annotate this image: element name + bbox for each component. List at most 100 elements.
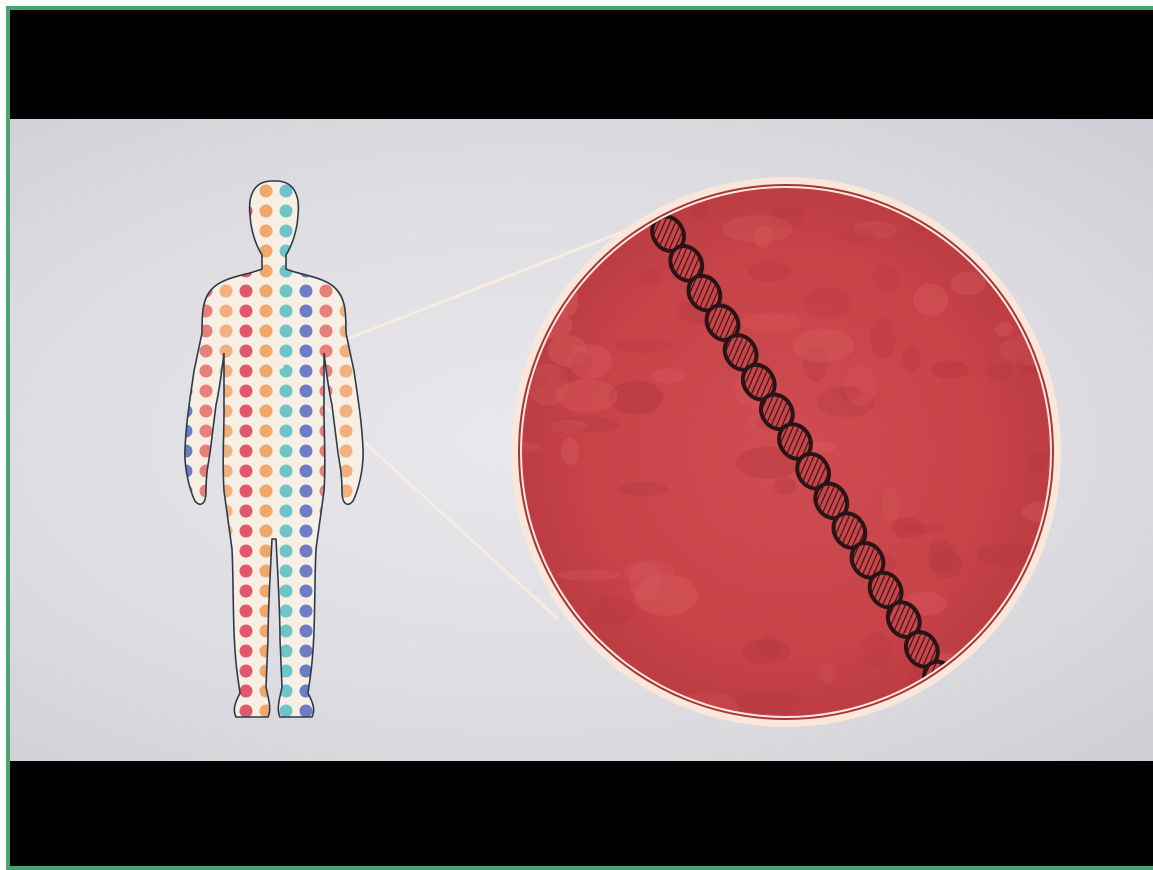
body-dot	[320, 185, 333, 198]
body-dot	[320, 665, 333, 678]
body-dot	[300, 345, 313, 358]
body-dot	[220, 185, 233, 198]
texture-blot	[803, 288, 852, 319]
body-dot	[220, 305, 233, 318]
body-dot	[200, 205, 213, 218]
body-dot	[280, 305, 293, 318]
body-dot	[280, 705, 293, 718]
body-dot	[220, 585, 233, 598]
body-dot	[200, 465, 213, 478]
body-dot	[280, 385, 293, 398]
body-dot	[220, 685, 233, 698]
body-dot	[220, 265, 233, 278]
texture-blot	[862, 632, 891, 669]
body-dot	[320, 585, 333, 598]
body-dot	[260, 385, 273, 398]
body-dot	[280, 505, 293, 518]
body-dot	[200, 385, 213, 398]
texture-blot	[588, 596, 636, 625]
body-dot	[300, 645, 313, 658]
body-dot	[240, 305, 253, 318]
body-dot	[240, 505, 253, 518]
body-dot	[260, 305, 273, 318]
human-body-figure	[180, 181, 364, 718]
body-dot	[200, 645, 213, 658]
body-dot	[280, 605, 293, 618]
body-dot	[320, 685, 333, 698]
texture-blot	[774, 477, 796, 495]
body-dot	[180, 545, 193, 558]
body-dot	[260, 645, 273, 658]
body-dot	[320, 285, 333, 298]
texture-blot	[541, 182, 587, 219]
body-dot	[340, 705, 353, 718]
body-dot	[320, 325, 333, 338]
body-dot	[200, 705, 213, 718]
body-dot	[300, 405, 313, 418]
texture-blot	[639, 269, 663, 284]
body-dot	[260, 505, 273, 518]
texture-blot	[872, 265, 899, 292]
body-dot	[180, 185, 193, 198]
body-dot	[240, 605, 253, 618]
texture-blot	[652, 368, 686, 383]
body-dot	[300, 385, 313, 398]
texture-blot	[932, 361, 970, 379]
body-dot	[300, 705, 313, 718]
body-dot	[240, 445, 253, 458]
letterbox-top	[10, 10, 1153, 119]
texture-blot	[563, 177, 621, 215]
texture-blot	[556, 379, 618, 413]
texture-blot	[723, 215, 793, 243]
body-dot	[280, 465, 293, 478]
texture-blot	[568, 344, 612, 378]
body-dot	[320, 705, 333, 718]
body-dot	[240, 285, 253, 298]
body-dot	[300, 325, 313, 338]
body-dot	[280, 205, 293, 218]
body-dot	[280, 625, 293, 638]
body-dot	[200, 345, 213, 358]
body-dot	[180, 205, 193, 218]
body-dot	[300, 185, 313, 198]
texture-blot	[557, 570, 621, 581]
texture-blot	[951, 272, 986, 295]
video-frame[interactable]	[6, 6, 1153, 870]
body-dot	[220, 625, 233, 638]
body-dot	[320, 225, 333, 238]
body-dot	[240, 405, 253, 418]
body-dot	[220, 425, 233, 438]
body-dot	[340, 265, 353, 278]
body-dot	[220, 705, 233, 718]
texture-blot	[497, 699, 548, 717]
body-dot	[200, 665, 213, 678]
texture-blot	[551, 420, 588, 433]
body-dot	[180, 565, 193, 578]
body-dot	[180, 505, 193, 518]
body-dot	[240, 465, 253, 478]
texture-blot	[985, 363, 1015, 381]
body-dot	[320, 605, 333, 618]
body-dot	[200, 585, 213, 598]
texture-blot	[995, 322, 1012, 337]
body-dot	[260, 445, 273, 458]
body-dot	[300, 365, 313, 378]
body-dot	[240, 545, 253, 558]
body-dot	[320, 265, 333, 278]
body-dot	[300, 545, 313, 558]
body-dot	[320, 305, 333, 318]
body-dot	[300, 685, 313, 698]
body-dot	[220, 345, 233, 358]
body-dot	[260, 465, 273, 478]
body-dot	[200, 225, 213, 238]
body-dot	[220, 405, 233, 418]
body-dot	[260, 185, 273, 198]
texture-blot	[1029, 450, 1047, 472]
body-dot	[260, 605, 273, 618]
body-dot	[320, 545, 333, 558]
body-dot	[240, 385, 253, 398]
texture-blot	[882, 487, 900, 522]
body-dot	[220, 385, 233, 398]
body-dot	[180, 585, 193, 598]
body-dot	[180, 705, 193, 718]
